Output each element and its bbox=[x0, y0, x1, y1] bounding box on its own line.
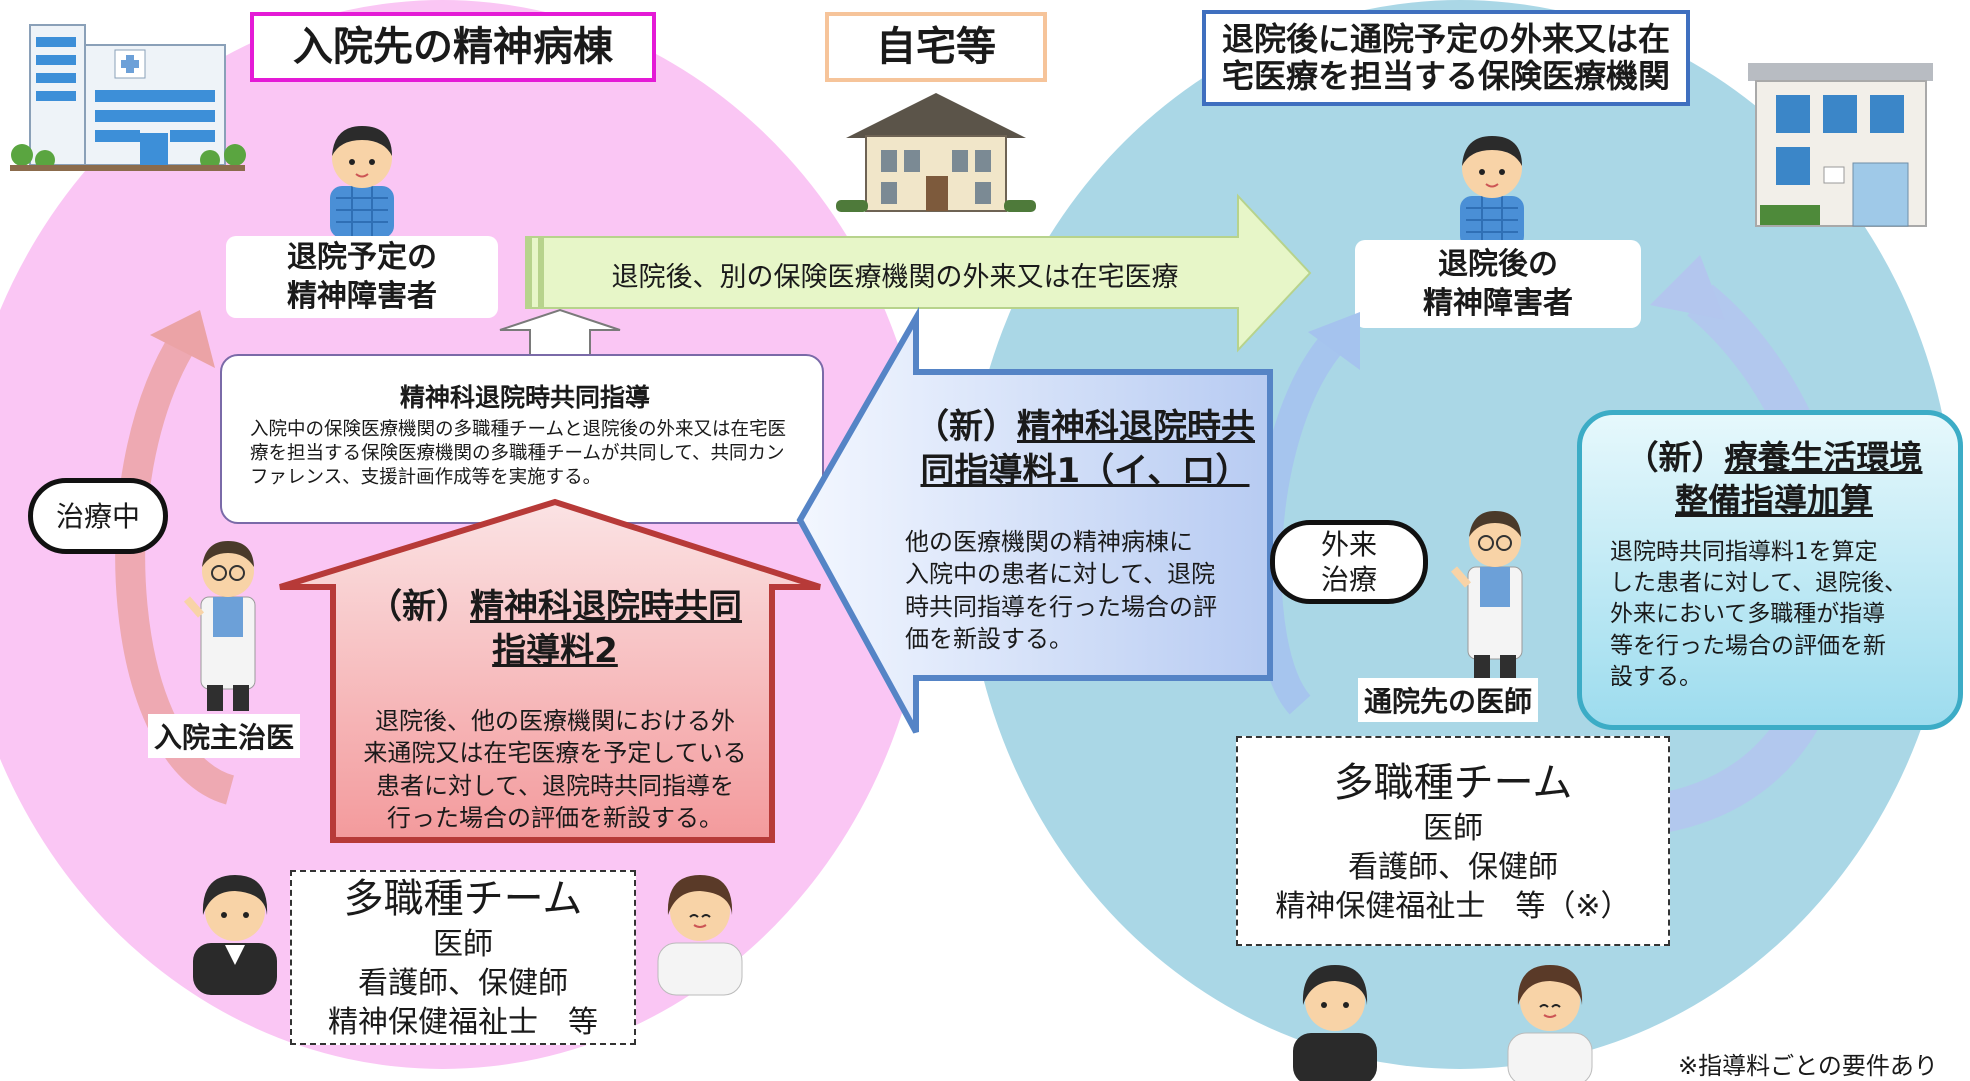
fee2-body-line: 行った場合の評価を新設する。 bbox=[387, 804, 723, 833]
fee2-title: （新）精神科退院時共同 指導料2 bbox=[335, 585, 775, 673]
addon-prefix: （新） bbox=[1625, 438, 1725, 477]
fee1-title-line2: 同指導料1（イ、ロ） bbox=[920, 451, 1250, 492]
nurse-icon-right bbox=[1507, 965, 1593, 1081]
team-right-title: 多職種チーム bbox=[1333, 759, 1573, 806]
green-arrow-label: 退院後、別の保険医療機関の外来又は在宅医療 bbox=[611, 262, 1179, 293]
fee1-body-line: 入院中の患者に対して、退院 bbox=[905, 560, 1216, 589]
outpatient-treatment-line2: 治療 bbox=[1320, 563, 1377, 596]
team-right-box: 多職種チーム 医師 看護師、保健師 精神保健福祉士 等（※） bbox=[1236, 736, 1670, 946]
fee2-title-line2: 指導料2 bbox=[492, 631, 618, 672]
fee1-body-line: 価を新設する。 bbox=[905, 625, 1073, 654]
addon-body-line: 退院時共同指導料1を算定 bbox=[1610, 538, 1878, 565]
team-left-box: 多職種チーム 医師 看護師、保健師 精神保健福祉士 等 bbox=[290, 870, 636, 1045]
patient-after-box: 退院後の 精神障害者 bbox=[1355, 240, 1641, 328]
fee1-body: 他の医療機関の精神病棟に 入院中の患者に対して、退院 時共同指導を行った場合の評… bbox=[905, 526, 1265, 656]
clinic-building-icon bbox=[1748, 63, 1933, 227]
patient-after-line2: 精神障害者 bbox=[1423, 286, 1573, 321]
team-right-line: 看護師、保健師 bbox=[1348, 849, 1558, 885]
in-treatment-label: 治療中 bbox=[28, 478, 168, 554]
addon-body-line: 等を行った場合の評価を新 bbox=[1610, 632, 1886, 659]
team-right-line: 医師 bbox=[1423, 810, 1483, 846]
staff-woman-icon-right bbox=[1293, 965, 1377, 1081]
patient-before-icon bbox=[330, 126, 394, 238]
addon-title-line2: 整備指導加算 bbox=[1675, 480, 1873, 520]
fee1-title: （新）精神科退院時共 同指導料1（イ、ロ） bbox=[895, 405, 1275, 493]
in-treatment-text: 治療中 bbox=[55, 499, 140, 533]
patient-after-line1: 退院後の bbox=[1438, 247, 1558, 282]
patient-before-line1: 退院予定の bbox=[287, 240, 437, 275]
outpatient-header: 退院後に通院予定の外来又は在宅医療を担当する保険医療機関 bbox=[1202, 10, 1690, 106]
addon-body: 退院時共同指導料1を算定 した患者に対して、退院後、 外来において多職種が指導 … bbox=[1610, 537, 1938, 693]
team-left-line: 精神保健福祉士 等 bbox=[328, 1005, 598, 1040]
hospital-building-icon bbox=[10, 24, 246, 171]
addon-box: （新）療養生活環境 整備指導加算 退院時共同指導料1を算定 した患者に対して、退… bbox=[1577, 410, 1963, 730]
patient-after-icon bbox=[1460, 136, 1524, 248]
inpatient-doctor-label: 入院主治医 bbox=[148, 714, 301, 758]
fee1-title-line1: 精神科退院時共 bbox=[1017, 407, 1255, 447]
fee1-body-line: 時共同指導を行った場合の評 bbox=[905, 592, 1217, 621]
addon-body-line: 外来において多職種が指導 bbox=[1610, 601, 1886, 628]
home-header: 自宅等 bbox=[825, 12, 1047, 82]
house-icon bbox=[836, 93, 1036, 212]
outpatient-treatment-label: 外来 治療 bbox=[1270, 520, 1428, 604]
addon-title-line1: 療養生活環境 bbox=[1724, 438, 1923, 477]
ward-header: 入院先の精神病棟 bbox=[250, 12, 656, 82]
patient-before-box: 退院予定の 精神障害者 bbox=[226, 236, 498, 318]
outpatient-doctor-label: 通院先の医師 bbox=[1358, 678, 1539, 722]
addon-body-line: した患者に対して、退院後、 bbox=[1610, 570, 1908, 597]
nurse-icon-left bbox=[657, 875, 743, 996]
outpatient-doctor-icon bbox=[1450, 511, 1523, 681]
staff-woman-icon-left bbox=[193, 875, 277, 995]
joint-guidance-body: 入院中の保険医療機関の多職種チームと退院後の外来又は在宅医療を担当する保険医療機… bbox=[250, 419, 786, 489]
team-left-line: 医師 bbox=[433, 927, 493, 962]
inpatient-doctor-icon bbox=[183, 541, 256, 711]
patient-before-line2: 精神障害者 bbox=[287, 279, 437, 314]
fee2-body-line: 来通院又は在宅医療を予定している bbox=[363, 739, 747, 768]
fee2-prefix: （新） bbox=[368, 587, 470, 627]
addon-title: （新）療養生活環境 整備指導加算 bbox=[1610, 437, 1938, 523]
fee2-body: 退院後、他の医療機関における外 来通院又は在宅医療を予定している 患者に対して、… bbox=[335, 705, 775, 835]
fee1-body-line: 他の医療機関の精神病棟に bbox=[905, 528, 1193, 556]
fee2-body-line: 退院後、他の医療機関における外 bbox=[375, 707, 735, 735]
joint-guidance-box: 精神科退院時共同指導 入院中の保険医療機関の多職種チームと退院後の外来又は在宅医… bbox=[220, 354, 824, 524]
addon-body-line: 設する。 bbox=[1610, 663, 1702, 690]
joint-guidance-title: 精神科退院時共同指導 bbox=[399, 383, 650, 412]
fee1-prefix: （新） bbox=[915, 407, 1017, 447]
team-left-line: 看護師、保健師 bbox=[358, 966, 568, 1001]
team-left-title: 多職種チーム bbox=[343, 876, 583, 922]
fee2-title-line1: 精神科退院時共同 bbox=[470, 587, 742, 627]
outpatient-treatment-line1: 外来 bbox=[1320, 528, 1377, 561]
footnote: ※指導料ごとの要件あり bbox=[1678, 1052, 1938, 1080]
team-right-line: 精神保健福祉士 等（※） bbox=[1275, 888, 1631, 924]
fee2-body-line: 患者に対して、退院時共同指導を bbox=[375, 771, 735, 800]
